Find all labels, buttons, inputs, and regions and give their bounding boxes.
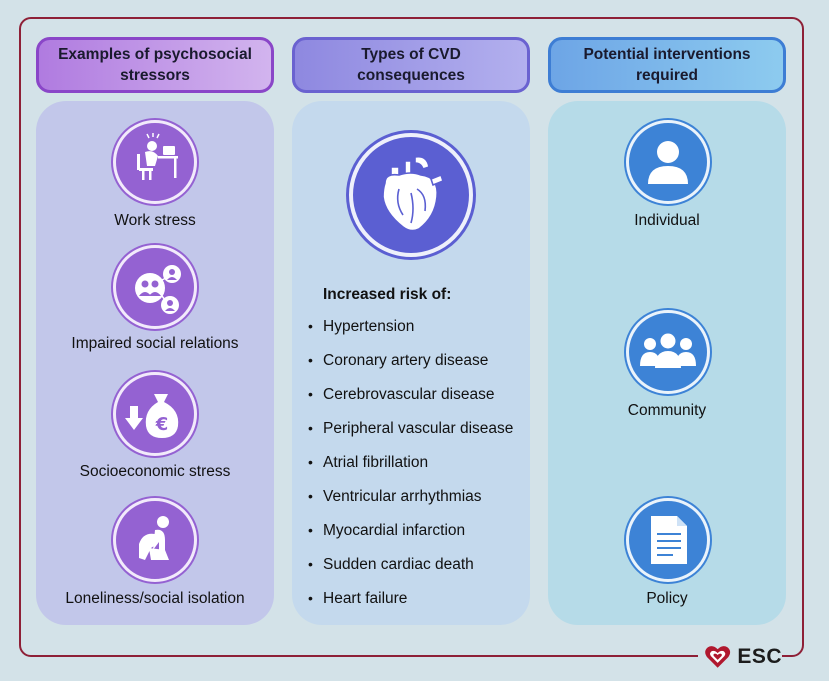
bullet-icon: •	[308, 318, 313, 334]
heart-logo-icon	[705, 646, 731, 668]
heart-icon	[349, 133, 473, 257]
bullet-icon: •	[308, 556, 313, 572]
list-item: •Ventricular arrhythmias	[308, 488, 482, 505]
list-item: •Atrial fibrillation	[308, 454, 429, 471]
document-icon	[626, 498, 710, 582]
person-icon	[626, 120, 710, 204]
list-item: •Myocardial infarction	[308, 522, 466, 539]
list-item: •Heart failure	[308, 590, 408, 607]
intervention-label-community: Community	[627, 402, 707, 419]
bullet-icon: •	[308, 590, 313, 606]
bullet-icon: •	[308, 488, 313, 504]
outer-frame	[19, 17, 804, 657]
header-stressors: Examples of psychosocial stressors	[36, 37, 274, 93]
esc-logo: ESC	[698, 642, 782, 672]
money-bag-euro-icon: €	[113, 372, 197, 456]
sitting-person-icon	[113, 498, 197, 582]
header-cvd-consequences: Types of CVD consequences	[292, 37, 530, 93]
stressor-label-loneliness: Loneliness/social isolation	[65, 590, 245, 607]
cvd-list-title: Increased risk of:	[323, 286, 452, 303]
intervention-label-individual: Individual	[634, 212, 700, 229]
bullet-icon: •	[308, 420, 313, 436]
group-icon	[626, 310, 710, 394]
social-relations-icon	[113, 245, 197, 329]
header-interventions: Potential interventions required	[548, 37, 786, 93]
list-item: •Hypertension	[308, 318, 415, 335]
stressor-label-work: Work stress	[114, 212, 196, 229]
svg-text:€: €	[155, 414, 169, 435]
desk-work-icon	[113, 120, 197, 204]
bullet-icon: •	[308, 386, 313, 402]
stressor-label-socioeconomic: Socioeconomic stress	[79, 463, 231, 480]
stressor-label-social-relations: Impaired social relations	[71, 335, 239, 352]
intervention-label-policy: Policy	[646, 590, 688, 607]
bullet-icon: •	[308, 522, 313, 538]
list-item: •Sudden cardiac death	[308, 556, 474, 573]
cvd-consequence-list: •Hypertension •Coronary artery disease •…	[308, 318, 513, 624]
bullet-icon: •	[308, 352, 313, 368]
list-item: •Cerebrovascular disease	[308, 386, 495, 403]
esc-logo-text: ESC	[737, 645, 782, 668]
list-item: •Peripheral vascular disease	[308, 420, 514, 437]
list-item: •Coronary artery disease	[308, 352, 489, 369]
bullet-icon: •	[308, 454, 313, 470]
